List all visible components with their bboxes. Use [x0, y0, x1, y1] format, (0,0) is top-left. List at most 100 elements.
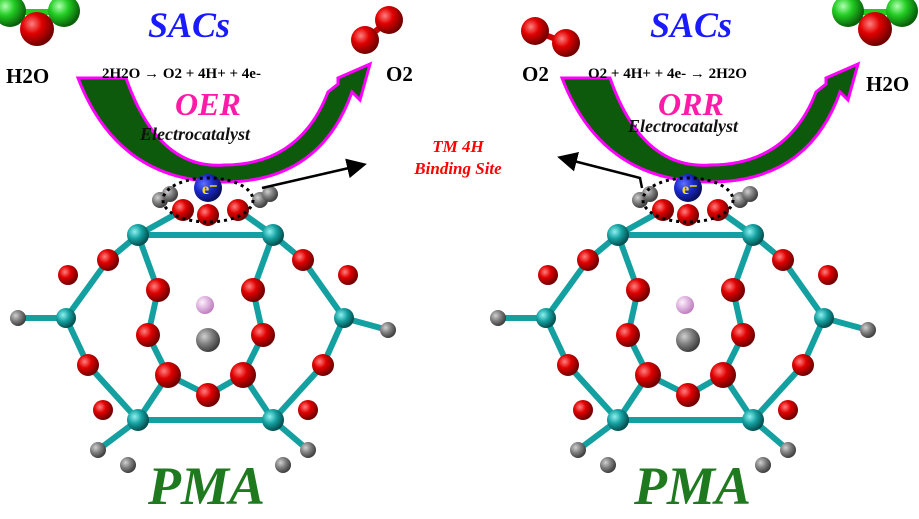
molybdenum-atom: [536, 308, 556, 328]
left-reaction-label: OER: [175, 86, 241, 122]
molybdenum-atom: [607, 224, 629, 246]
left-electrocatalyst-label: Electrocatalyst: [140, 124, 250, 144]
hydrogen-atom: [0, 0, 26, 27]
oxygen-atom: [136, 323, 160, 347]
oxygen-atom: [778, 400, 798, 420]
oxygen-atom: [93, 400, 113, 420]
hydrogen-atom: [48, 0, 80, 27]
oxygen-atom: [538, 265, 558, 285]
left-support-label: PMA: [148, 456, 266, 516]
carbon-atom: [90, 442, 106, 458]
oxygen-atom: [858, 12, 892, 46]
molybdenum-atom: [262, 409, 284, 431]
right-reaction-label: ORR: [658, 86, 724, 122]
oxygen-atom: [197, 204, 219, 226]
curved-reaction-arrow: [559, 61, 861, 184]
oxygen-atom: [146, 278, 170, 302]
molybdenum-atom: [127, 224, 149, 246]
oxygen-atom: [241, 278, 265, 302]
bond: [780, 258, 827, 320]
bond: [565, 362, 621, 423]
right-support-label: PMA: [634, 456, 752, 516]
oxygen-atom: [227, 199, 249, 221]
right-sacs-title: SACs: [650, 5, 733, 45]
carbon-atom: [10, 310, 26, 326]
molybdenum-atom: [334, 308, 354, 328]
oxygen-atom: [97, 249, 119, 271]
carbon-atom: [275, 457, 291, 473]
binding-site-ellipse: [641, 176, 735, 224]
carbon-atom: [600, 457, 616, 473]
oxygen-atom: [196, 383, 220, 407]
hydrogen-atom: [886, 0, 918, 27]
oxygen-atom: [552, 29, 580, 57]
oxygen-atom: [626, 278, 650, 302]
oxygen-atom: [557, 354, 579, 376]
hydrogen-atom: [832, 0, 864, 27]
carbon-atom: [570, 442, 586, 458]
oxygen-atom: [721, 278, 745, 302]
molybdenum-atom: [262, 224, 284, 246]
carbon-atom: [162, 186, 178, 202]
carbon-atom: [262, 186, 278, 202]
phosphorus-atom: [676, 296, 694, 314]
molybdenum-atom: [814, 308, 834, 328]
right-product-label: H2O: [866, 72, 910, 96]
oxygen-atom: [818, 265, 838, 285]
phosphorus-atom: [196, 296, 214, 314]
carbon-atom: [780, 442, 796, 458]
molybdenum-atom: [607, 409, 629, 431]
oxygen-atom: [677, 204, 699, 226]
binding-site-label: TM 4H Binding Site: [388, 136, 528, 180]
oxygen-atom: [77, 354, 99, 376]
pointer-arrow-left: [261, 158, 367, 190]
molybdenum-atom: [742, 409, 764, 431]
right-equation: O2 + 4H+ + 4e- → 2H2O: [588, 66, 747, 82]
right-electrocatalyst-label: Electrocatalyst: [628, 116, 738, 136]
bond: [270, 362, 326, 423]
metal-atom: [674, 174, 702, 202]
oxygen-atom: [573, 400, 593, 420]
bond: [543, 258, 591, 320]
molybdenum-atom: [742, 224, 764, 246]
oxygen-atom: [521, 17, 549, 45]
carbon-atom: [742, 186, 758, 202]
bond: [63, 258, 111, 320]
binding-site-line2: Binding Site: [414, 159, 502, 178]
oxygen-atom: [616, 323, 640, 347]
carbon-atom: [676, 328, 700, 352]
carbon-atom: [490, 310, 506, 326]
oxygen-atom: [292, 249, 314, 271]
carbon-atom: [755, 457, 771, 473]
bond: [85, 362, 141, 423]
left-product-label: O2: [386, 62, 413, 86]
electron-label: e⁻: [682, 181, 698, 198]
oxygen-atom: [312, 354, 334, 376]
oxygen-atom: [375, 6, 403, 34]
oxygen-atom: [772, 249, 794, 271]
left-reactant-label: H2O: [6, 64, 50, 88]
carbon-atom: [642, 186, 658, 202]
carbon-atom: [120, 457, 136, 473]
oxygen-atom: [792, 354, 814, 376]
bond: [750, 362, 806, 423]
oxygen-atom: [230, 362, 256, 388]
oxygen-atom: [635, 362, 661, 388]
carbon-atom: [300, 442, 316, 458]
oxygen-atom: [676, 383, 700, 407]
oxygen-atom: [338, 265, 358, 285]
oxygen-atom: [20, 12, 54, 46]
left-equation: 2H2O → O2 + 4H+ + 4e-: [102, 66, 261, 82]
bond: [300, 258, 347, 320]
right-reactant-label: O2: [522, 62, 549, 86]
oxygen-atom: [298, 400, 318, 420]
electron-label: e⁻: [202, 181, 218, 198]
left-sacs-title: SACs: [148, 5, 231, 45]
molybdenum-atom: [127, 409, 149, 431]
oxygen-atom: [710, 362, 736, 388]
oxygen-atom: [351, 26, 379, 54]
carbon-atom: [860, 322, 876, 338]
oxygen-atom: [58, 265, 78, 285]
